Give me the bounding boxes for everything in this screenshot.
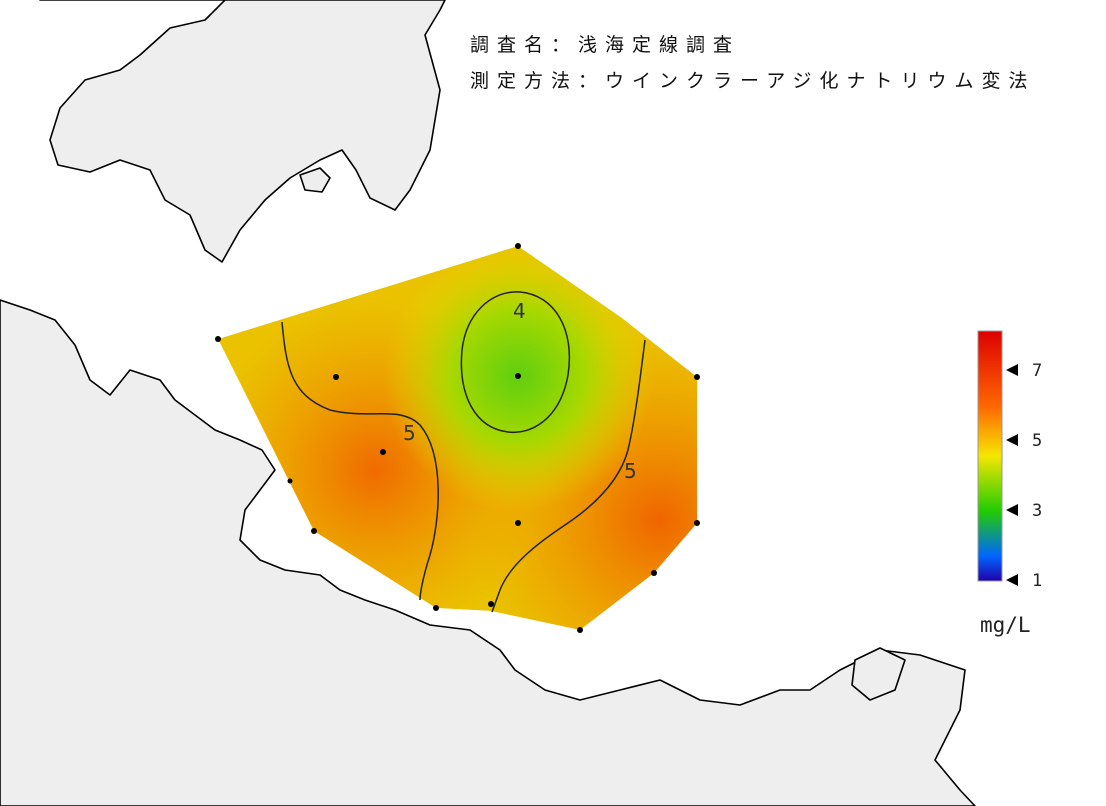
colorbar-unit-label: mg/L [980, 613, 1031, 637]
survey-name-label: 調査名 [470, 34, 552, 56]
station-point [651, 570, 657, 576]
contour-label-5-east: 5 [624, 459, 637, 483]
station-point [215, 336, 221, 342]
land-north [39, 0, 446, 263]
station-point [694, 520, 700, 526]
station-point [380, 449, 386, 455]
colorbar-tick-marker [1006, 574, 1018, 586]
station-point [433, 605, 439, 611]
survey-name-separator: ： [551, 34, 579, 56]
land-islet-2 [851, 647, 906, 701]
station-point [515, 373, 521, 379]
colorbar-tick-label: 3 [1032, 501, 1042, 521]
contour-5-west [281, 321, 439, 601]
survey-method-separator: ： [578, 70, 606, 92]
station-point [333, 374, 339, 380]
contour-labels: 4 5 5 [403, 299, 637, 483]
contour-5-east [491, 339, 646, 613]
colorbar: 7 5 3 1 mg/L [977, 330, 1042, 637]
survey-name-value: 浅海定線調査 [578, 34, 741, 56]
station-point [515, 520, 521, 526]
station-point [311, 528, 317, 534]
survey-name-line: 調査名：浅海定線調査 [470, 30, 740, 57]
colorbar-ramp [977, 330, 1003, 582]
colorbar-tick-marker [1006, 504, 1018, 516]
colorbar-tick-label: 1 [1032, 571, 1042, 591]
station-point [488, 601, 494, 607]
land-west [0, 299, 976, 806]
colorbar-tick-marker [1006, 364, 1018, 376]
contour-label-4: 4 [513, 299, 526, 323]
land-layer [0, 0, 976, 806]
contour-label-5-west: 5 [403, 421, 416, 445]
contour-lines [281, 291, 646, 613]
contour-4-loop [460, 291, 570, 434]
colorbar-tick-label: 5 [1032, 431, 1042, 451]
station-point [515, 243, 521, 249]
survey-method-line: 測定方法：ウインクラーアジ化ナトリウム変法 [470, 66, 1036, 93]
station-points [215, 243, 700, 633]
colorbar-tick-label: 7 [1032, 361, 1042, 381]
station-point [694, 374, 700, 380]
survey-method-value: ウインクラーアジ化ナトリウム変法 [605, 70, 1036, 92]
land-islet-1 [299, 167, 331, 193]
station-point [287, 478, 293, 484]
station-point [577, 627, 583, 633]
survey-method-label: 測定方法 [470, 70, 579, 92]
colorbar-tick-marker [1006, 434, 1018, 446]
